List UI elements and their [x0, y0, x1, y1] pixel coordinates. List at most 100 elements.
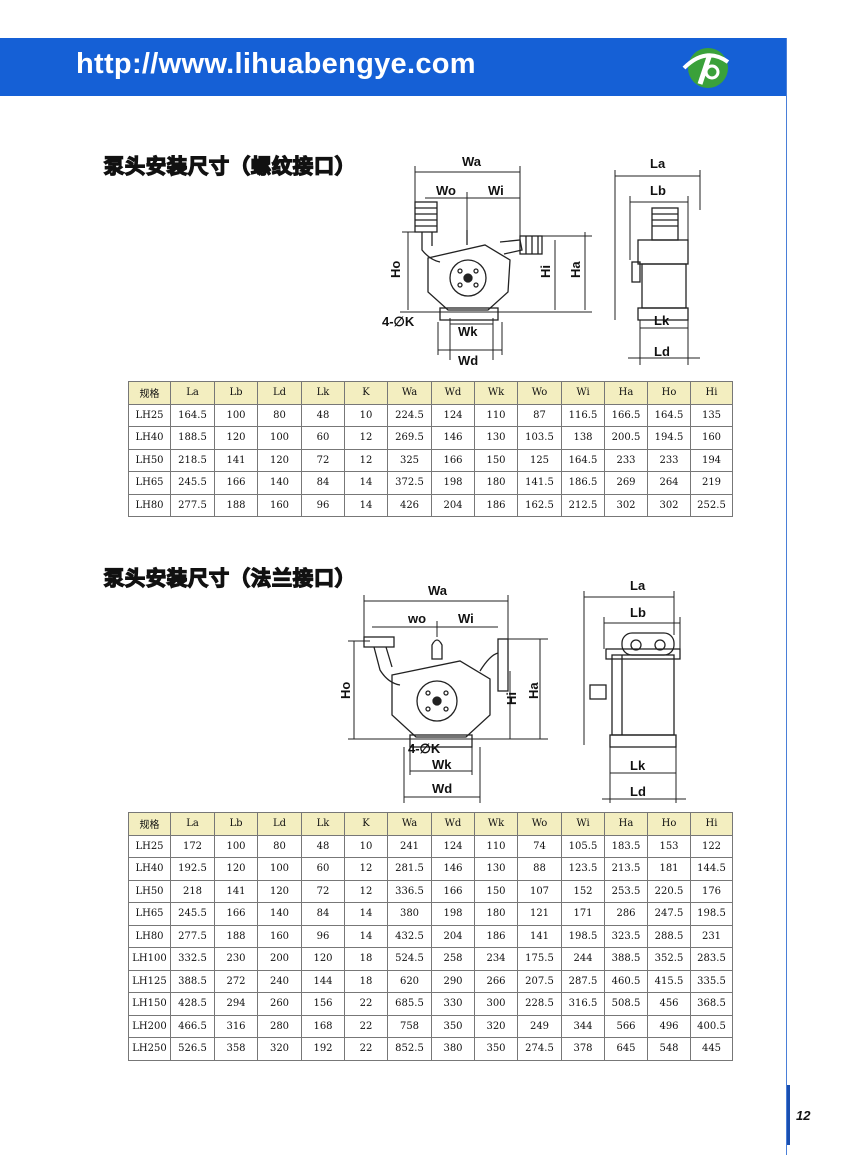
value-cell: 198.5	[561, 924, 605, 948]
value-cell: 245.5	[170, 902, 215, 926]
model-cell: LH25	[128, 834, 171, 858]
value-cell: 415.5	[647, 969, 691, 993]
model-cell: LH50	[128, 879, 171, 903]
value-cell: 224.5	[387, 403, 432, 427]
dim-label-Lb-2: Lb	[630, 605, 646, 620]
value-cell: 14	[344, 902, 388, 926]
column-header: K	[344, 381, 388, 405]
pump-front-view-threaded	[414, 201, 543, 321]
column-header: Wo	[517, 381, 562, 405]
value-cell: 12	[344, 879, 388, 903]
value-cell: 103.5	[517, 426, 562, 450]
value-cell: 160	[257, 924, 302, 948]
value-cell: 172	[170, 834, 215, 858]
column-header: Wk	[474, 381, 518, 405]
value-cell: 566	[604, 1014, 648, 1038]
page-number: 12	[796, 1108, 811, 1123]
value-cell: 72	[301, 879, 345, 903]
value-cell: 260	[257, 992, 302, 1016]
dimension-lines-side-2	[583, 591, 686, 803]
value-cell: 166	[214, 471, 258, 495]
model-cell: LH40	[128, 857, 171, 881]
value-cell: 685.5	[387, 992, 432, 1016]
header-banner: http://www.lihuabengye.com	[0, 38, 786, 96]
value-cell: 152	[561, 879, 605, 903]
value-cell: 22	[344, 1014, 388, 1038]
value-cell: 508.5	[604, 992, 648, 1016]
model-cell: LH25	[128, 403, 171, 427]
model-cell: LH65	[128, 471, 171, 495]
company-logo-icon	[682, 48, 730, 88]
value-cell: 168	[301, 1014, 345, 1038]
value-cell: 231	[690, 924, 733, 948]
column-header: 规格	[128, 812, 171, 836]
dim-label-Ho: Ho	[388, 261, 403, 278]
dim-label-K: 4-∅K	[382, 314, 415, 329]
value-cell: 18	[344, 947, 388, 971]
value-cell: 124	[431, 834, 475, 858]
column-header: La	[170, 381, 215, 405]
value-cell: 14	[344, 924, 388, 948]
value-cell: 166	[214, 902, 258, 926]
value-cell: 198.5	[690, 902, 733, 926]
dim-label-Wa: Wa	[462, 154, 482, 169]
model-cell: LH40	[128, 426, 171, 450]
model-cell: LH80	[128, 924, 171, 948]
value-cell: 323.5	[604, 924, 648, 948]
value-cell: 141	[517, 924, 562, 948]
dim-label-Wi-2: Wi	[458, 611, 474, 626]
section2-drawing: Wa wo Wi Ho Hi Ha 4-∅K Wk Wd La Lb Lk Ld	[340, 578, 686, 803]
value-cell: 100	[214, 403, 258, 427]
value-cell: 247.5	[647, 902, 691, 926]
value-cell: 228.5	[517, 992, 562, 1016]
value-cell: 186	[474, 924, 518, 948]
value-cell: 74	[517, 834, 562, 858]
value-cell: 125	[517, 448, 562, 472]
value-cell: 548	[647, 1037, 691, 1061]
value-cell: 432.5	[387, 924, 432, 948]
value-cell: 213.5	[604, 857, 648, 881]
value-cell: 316	[214, 1014, 258, 1038]
value-cell: 176	[690, 879, 733, 903]
column-header: K	[344, 812, 388, 836]
value-cell: 372.5	[387, 471, 432, 495]
value-cell: 302	[604, 493, 648, 517]
column-header: 规格	[128, 381, 171, 405]
value-cell: 350	[431, 1014, 475, 1038]
column-header: Lk	[301, 812, 345, 836]
value-cell: 110	[474, 834, 518, 858]
value-cell: 88	[517, 857, 562, 881]
value-cell: 294	[214, 992, 258, 1016]
website-url[interactable]: http://www.lihuabengye.com	[76, 48, 476, 80]
value-cell: 204	[431, 493, 475, 517]
column-header: Hi	[690, 812, 733, 836]
model-cell: LH80	[128, 493, 171, 517]
value-cell: 266	[474, 969, 518, 993]
value-cell: 14	[344, 493, 388, 517]
value-cell: 150	[474, 448, 518, 472]
value-cell: 344	[561, 1014, 605, 1038]
value-cell: 100	[214, 834, 258, 858]
value-cell: 852.5	[387, 1037, 432, 1061]
value-cell: 18	[344, 969, 388, 993]
value-cell: 524.5	[387, 947, 432, 971]
value-cell: 135	[690, 403, 733, 427]
value-cell: 388.5	[604, 947, 648, 971]
value-cell: 80	[257, 403, 302, 427]
value-cell: 181	[647, 857, 691, 881]
value-cell: 460.5	[604, 969, 648, 993]
value-cell: 281.5	[387, 857, 432, 881]
value-cell: 233	[647, 448, 691, 472]
value-cell: 283.5	[690, 947, 733, 971]
value-cell: 105.5	[561, 834, 605, 858]
value-cell: 466.5	[170, 1014, 215, 1038]
value-cell: 290	[431, 969, 475, 993]
value-cell: 212.5	[561, 493, 605, 517]
value-cell: 192	[301, 1037, 345, 1061]
value-cell: 288.5	[647, 924, 691, 948]
